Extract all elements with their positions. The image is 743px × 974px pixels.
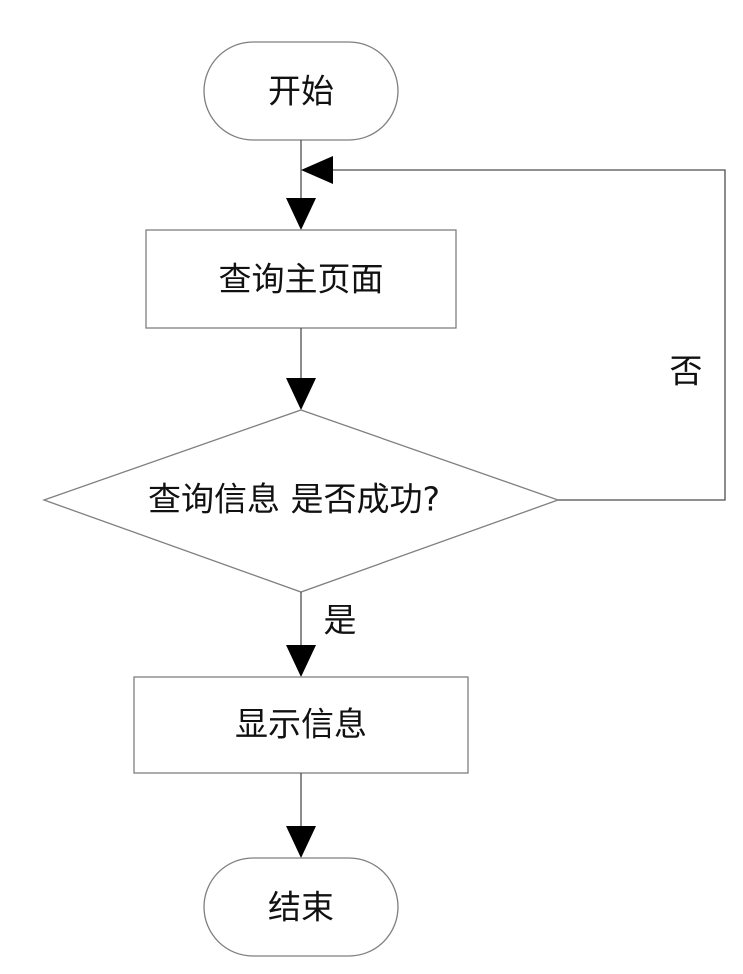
arrow-left-icon — [301, 156, 333, 184]
show-info-label: 显示信息 — [235, 705, 367, 744]
start-label: 开始 — [268, 72, 334, 111]
query-homepage-node: 查询主页面 — [145, 229, 457, 329]
arrow-down-icon — [286, 645, 316, 677]
connector-show-to-end — [286, 773, 316, 858]
connector-no-loop: 否 — [301, 156, 726, 501]
connector-query-to-decision — [286, 328, 316, 410]
no-label: 否 — [670, 352, 703, 391]
yes-label: 是 — [324, 601, 357, 640]
end-label: 结束 — [268, 888, 334, 927]
connector-start-to-query — [286, 140, 316, 230]
connector-yes: 是 — [286, 592, 357, 677]
arrow-down-icon — [286, 378, 316, 410]
decision-label: 查询信息 是否成功? — [148, 480, 440, 519]
show-info-node: 显示信息 — [133, 676, 469, 774]
arrow-down-icon — [286, 198, 316, 230]
end-node: 结束 — [203, 857, 399, 957]
start-node: 开始 — [203, 41, 399, 141]
decision-node: 查询信息 是否成功? — [42, 409, 560, 593]
arrow-down-icon — [286, 826, 316, 858]
query-homepage-label: 查询主页面 — [219, 260, 384, 299]
